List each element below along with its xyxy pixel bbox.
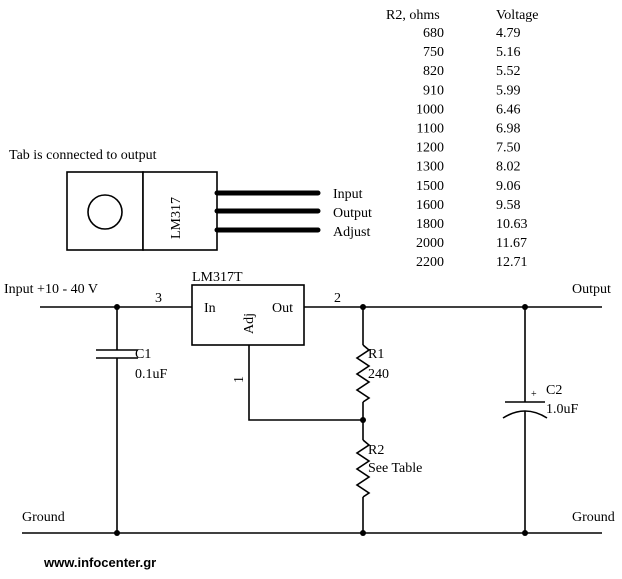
r2-resistor xyxy=(355,439,371,498)
ic-out-label: Out xyxy=(272,301,293,316)
schematic: Input +10 - 40 V Output Ground Ground LM… xyxy=(4,270,615,536)
table-cell-r2: 910 xyxy=(423,83,444,98)
table-cell-voltage: 11.67 xyxy=(496,236,527,251)
table-cell-voltage: 12.71 xyxy=(496,255,528,270)
regulator-ic xyxy=(191,284,305,346)
ic-in-label: In xyxy=(204,301,216,316)
table-rows: 680 4.79 750 5.16 820 5.52 910 5.99 1000 6.46 1100… xyxy=(416,26,528,270)
r2-voltage-table: R2, ohms Voltage 680 4.79 750 5.16 820 5.52 91… xyxy=(386,8,539,270)
pin-label-input: Input xyxy=(333,187,363,202)
r1-value: 240 xyxy=(368,367,389,382)
table-cell-r2: 1300 xyxy=(416,160,444,175)
table-cell-r2: 750 xyxy=(423,45,444,60)
table-cell-voltage: 9.58 xyxy=(496,198,521,213)
junction-r1-top xyxy=(360,304,366,310)
table-cell-r2: 1800 xyxy=(416,217,444,232)
package-body xyxy=(142,171,218,251)
table-cell-voltage: 6.46 xyxy=(496,102,521,117)
table-cell-voltage: 7.50 xyxy=(496,141,521,156)
table-cell-voltage: 5.16 xyxy=(496,45,521,60)
junction-c2-bottom xyxy=(522,530,528,536)
junction-r2-bottom xyxy=(360,530,366,536)
lm317-package: Tab is connected to output LM317 Input O… xyxy=(9,148,372,251)
table-cell-r2: 2200 xyxy=(416,255,444,270)
c2-polarity: + xyxy=(531,389,537,400)
table-cell-r2: 820 xyxy=(423,64,444,79)
table-cell-voltage: 4.79 xyxy=(496,26,521,41)
table-cell-r2: 680 xyxy=(423,26,444,41)
pin-number-in: 3 xyxy=(155,291,162,306)
output-label: Output xyxy=(572,282,611,297)
ic-adj-label: Adj xyxy=(242,313,257,334)
r1-resistor xyxy=(355,344,371,403)
table-cell-voltage: 5.99 xyxy=(496,83,521,98)
pin-number-out: 2 xyxy=(334,291,341,306)
input-voltage-label: Input +10 - 40 V xyxy=(4,282,98,297)
package-part-label: LM317 xyxy=(169,197,184,239)
table-header-voltage: Voltage xyxy=(496,8,539,23)
table-cell-r2: 2000 xyxy=(416,236,444,251)
junction-c2-top xyxy=(522,304,528,310)
website-link[interactable]: www.infocenter.gr xyxy=(43,555,156,570)
c1-name: C1 xyxy=(135,347,151,362)
r2-name: R2 xyxy=(368,443,384,458)
c2-value: 1.0uF xyxy=(546,402,579,417)
ground-label-right: Ground xyxy=(572,510,615,525)
r2-value: See Table xyxy=(368,461,422,476)
ic-name: LM317T xyxy=(192,270,243,285)
adj-wire xyxy=(248,345,363,421)
package-caption: Tab is connected to output xyxy=(9,148,157,163)
table-cell-voltage: 5.52 xyxy=(496,64,521,79)
table-cell-voltage: 8.02 xyxy=(496,160,521,175)
table-cell-voltage: 9.06 xyxy=(496,179,521,194)
pin-label-adjust: Adjust xyxy=(333,225,370,240)
table-cell-r2: 1100 xyxy=(417,122,444,137)
junction-adj xyxy=(360,417,366,423)
mounting-hole xyxy=(87,194,123,230)
junction-c1-bottom xyxy=(114,530,120,536)
table-cell-voltage: 6.98 xyxy=(496,122,521,137)
pin-label-output: Output xyxy=(333,206,372,221)
table-cell-r2: 1000 xyxy=(416,102,444,117)
r1-name: R1 xyxy=(368,347,384,362)
table-cell-voltage: 10.63 xyxy=(496,217,528,232)
table-cell-r2: 1200 xyxy=(416,141,444,156)
c2-name: C2 xyxy=(546,383,562,398)
table-cell-r2: 1600 xyxy=(416,198,444,213)
c1-value: 0.1uF xyxy=(135,367,168,382)
table-header-r2: R2, ohms xyxy=(386,8,440,23)
table-cell-r2: 1500 xyxy=(416,179,444,194)
pin-number-adj: 1 xyxy=(232,376,247,383)
junction-c1-top xyxy=(114,304,120,310)
ground-label-left: Ground xyxy=(22,510,65,525)
